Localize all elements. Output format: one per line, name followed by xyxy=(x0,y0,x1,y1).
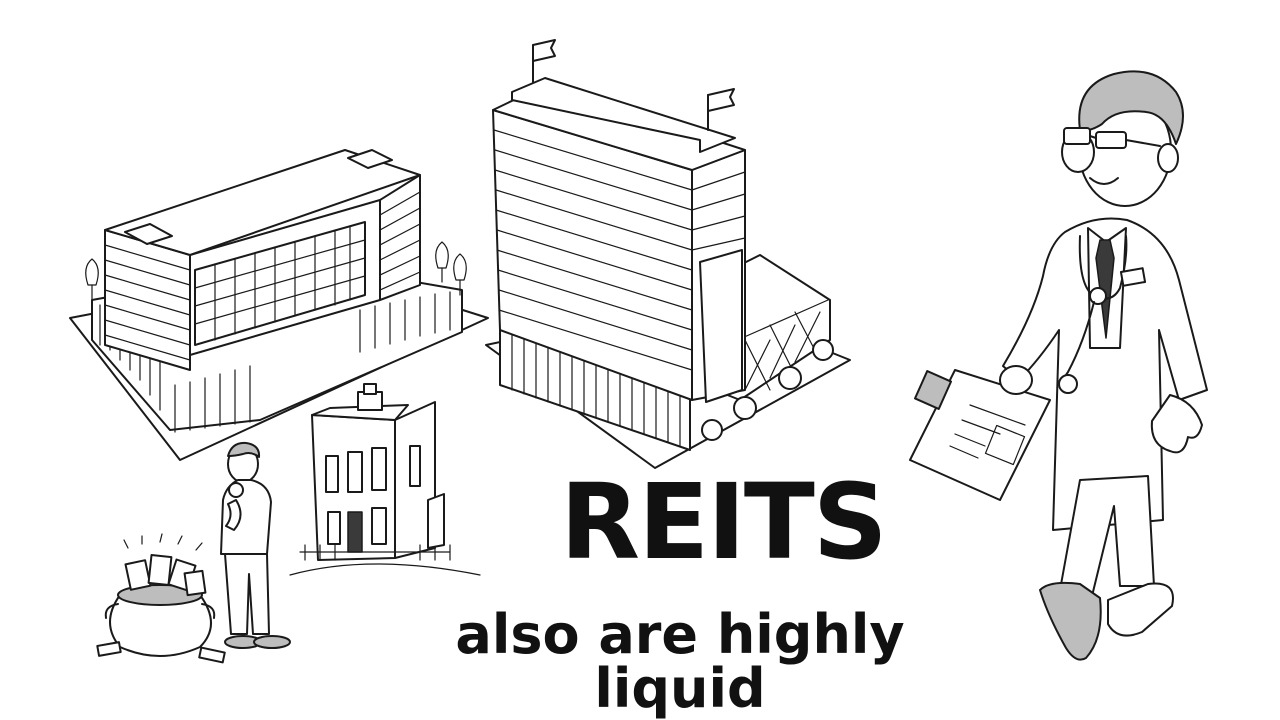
money-pot-illustration xyxy=(96,533,226,664)
townhouse-illustration xyxy=(289,383,481,576)
skyscraper-illustration xyxy=(485,39,851,469)
subline-text: also are highly liquid xyxy=(455,603,905,720)
headline-text: REITS xyxy=(560,461,888,583)
doctor-illustration xyxy=(909,70,1208,661)
thinking-man-illustration xyxy=(220,441,291,649)
office-building-illustration xyxy=(69,149,489,461)
